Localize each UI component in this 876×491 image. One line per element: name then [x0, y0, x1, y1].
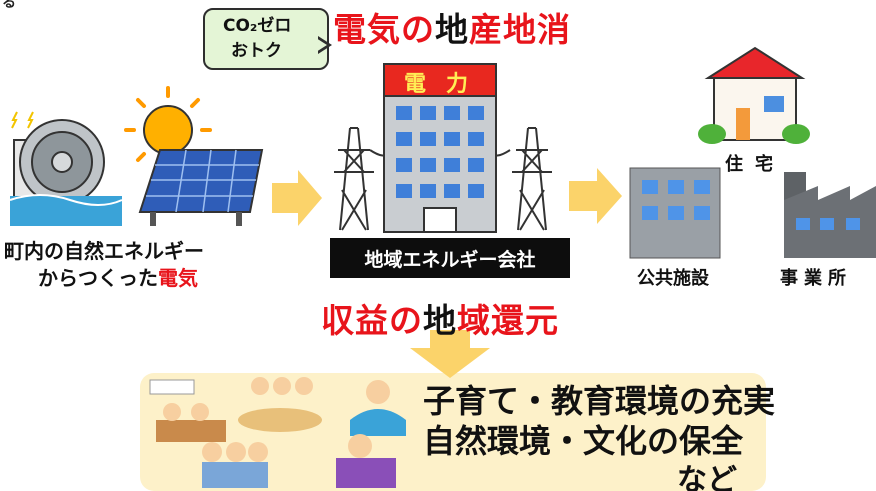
house-icon [698, 46, 810, 144]
flow-arrow-right-icon [569, 168, 622, 224]
public-facility-icon [629, 167, 721, 259]
benefit-environment-culture: 自然環境・文化の保全 [423, 422, 744, 460]
community-people-illustration [149, 377, 406, 488]
sun-icon [124, 86, 212, 174]
bubble-line-otoku: おトク [231, 41, 282, 61]
benefit-etc: など [677, 463, 737, 491]
solar-panel-icon [138, 149, 264, 226]
building-sign: 電力 [404, 72, 489, 97]
title-local-production: 電気の地産地消 [333, 10, 571, 49]
public-facility-label: 公共施設 [637, 268, 709, 289]
co2-speech-bubble [203, 8, 329, 70]
source-label-line2: からつくった電気 [38, 266, 198, 290]
flow-arrow-right-icon [272, 170, 322, 226]
bubble-tail-fill [316, 38, 327, 52]
source-label-line1: 町内の自然エネルギー [4, 239, 204, 263]
power-company-building-icon [383, 63, 497, 233]
company-label: 地域エネルギー会社 [330, 238, 570, 278]
bubble-line-co2-zero: CO₂ゼロ [223, 16, 292, 36]
water-wheel-icon [9, 111, 123, 226]
house-label: 住宅 [725, 154, 785, 175]
business-label: 事業所 [780, 268, 852, 289]
flow-arrow-down-icon [410, 330, 490, 378]
factory-icon [784, 172, 876, 258]
title-profit-return: 収益の地域還元 [321, 301, 559, 340]
cropped-text-fragment: る [2, 0, 16, 11]
benefit-childcare-education: 子育て・教育環境の充実 [423, 382, 776, 420]
